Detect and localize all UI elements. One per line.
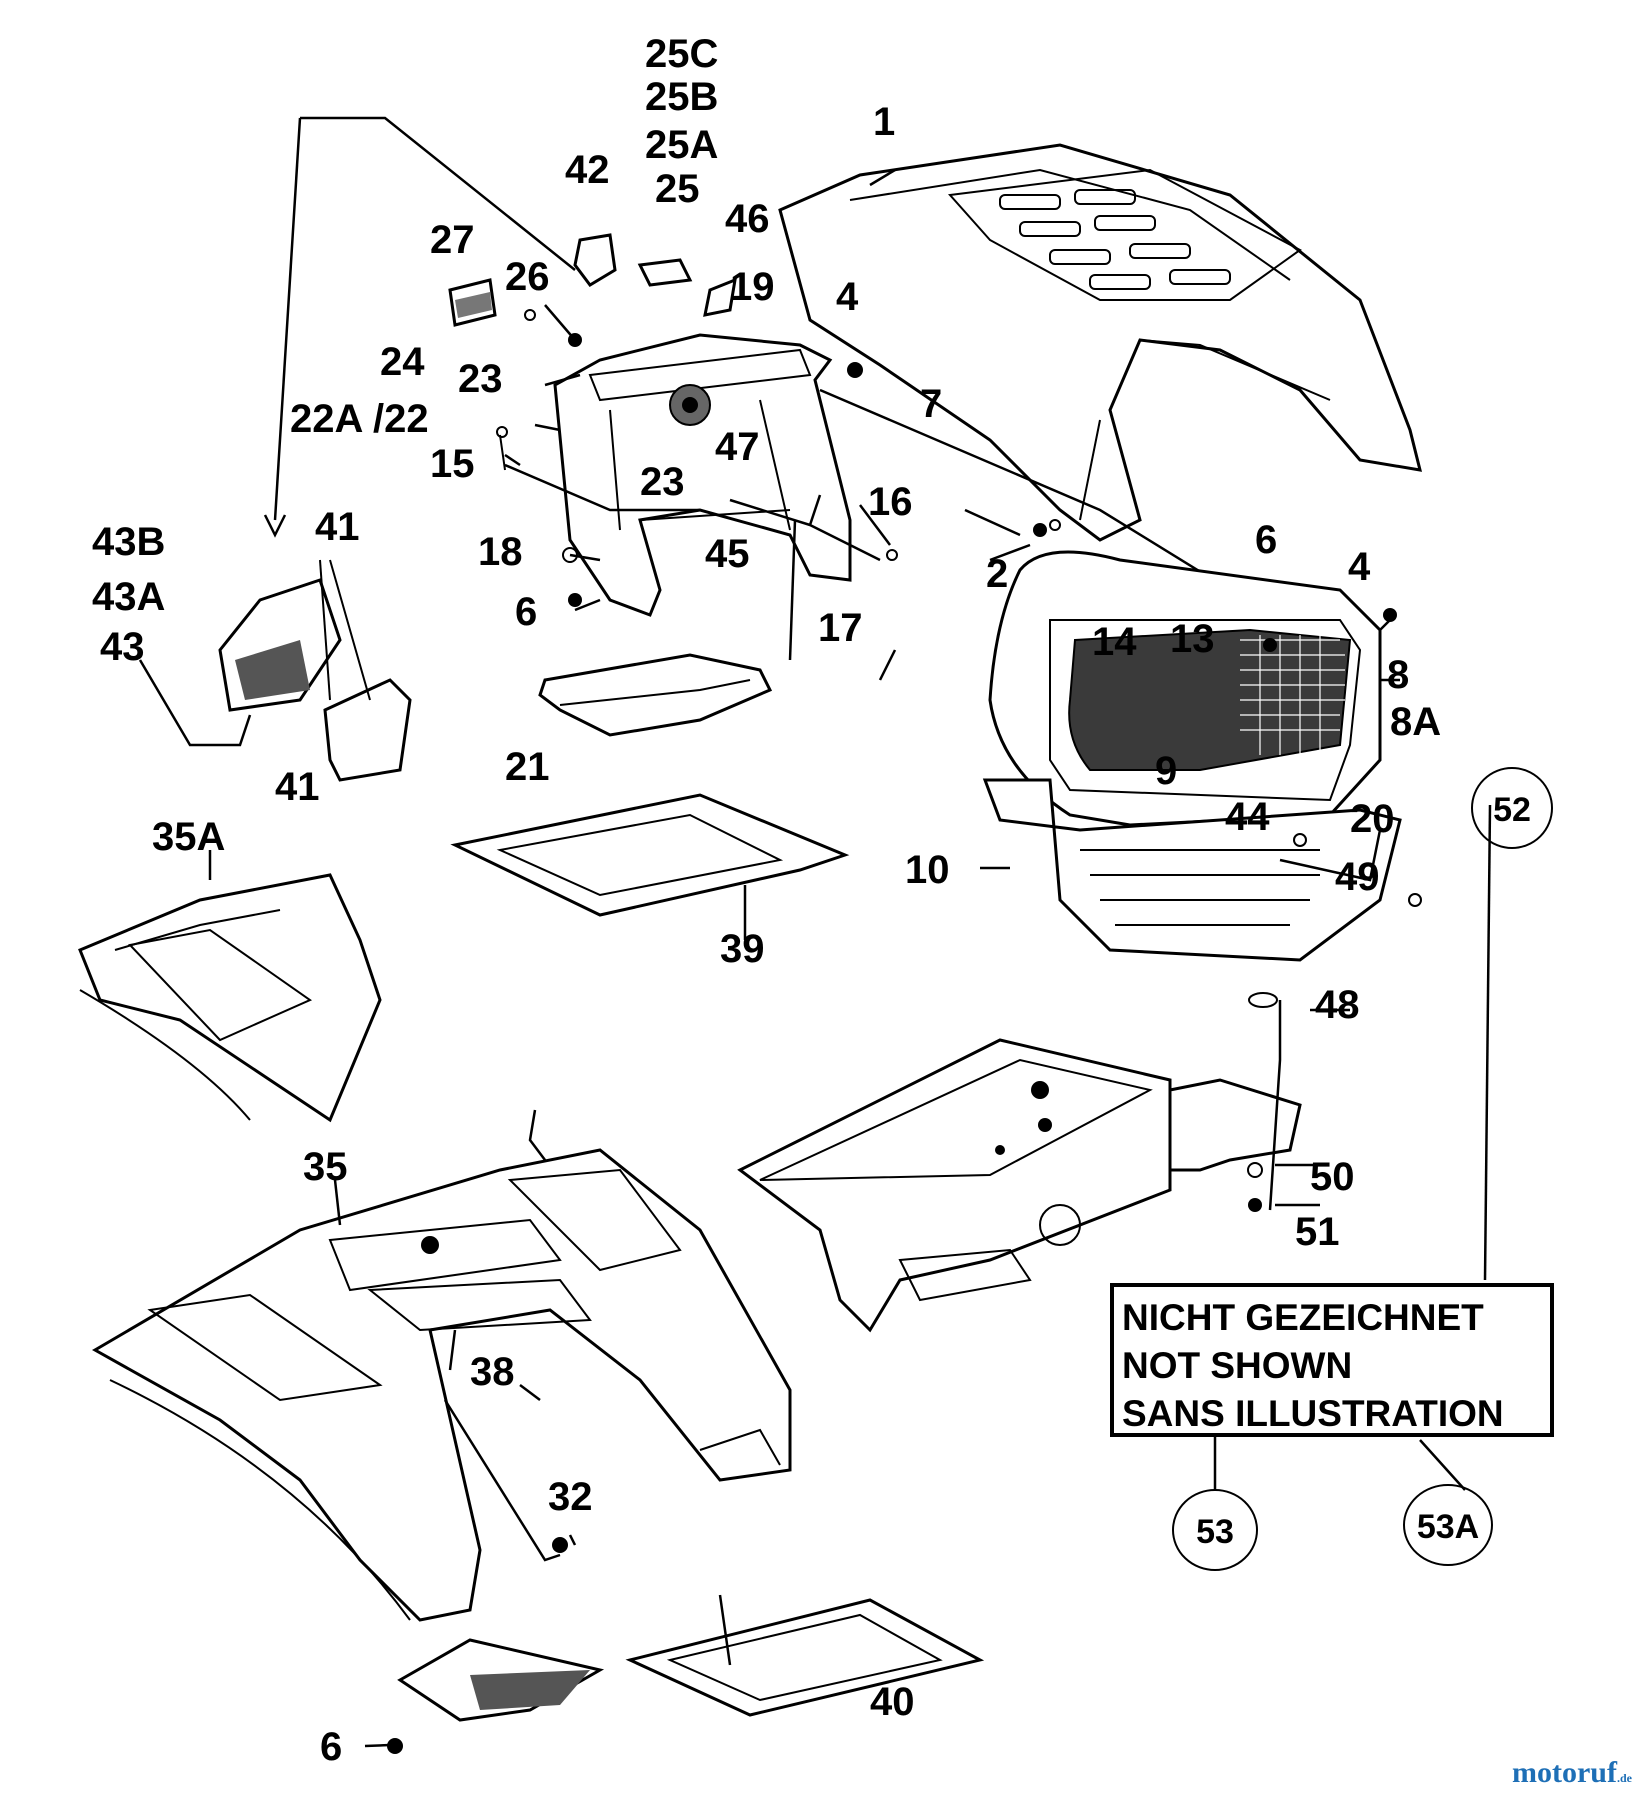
label-2: 2 (986, 552, 1008, 596)
label-7: 7 (920, 382, 942, 426)
label-19: 19 (730, 265, 775, 309)
label-15: 15 (430, 442, 475, 486)
part-labels: 1 2 4 4 6 6 6 7 8 8A 9 10 13 14 15 16 17… (92, 32, 1441, 1769)
label-8: 8 (1387, 653, 1409, 697)
label-10: 10 (905, 848, 950, 892)
label-16: 16 (868, 480, 913, 524)
chassis-part (737, 1038, 1302, 1333)
circle-53A (1403, 1484, 1493, 1566)
dashboard-panel-part (553, 333, 852, 617)
label-43A: 43A (92, 575, 165, 619)
watermark-suffix: .de (1617, 1771, 1632, 1785)
note-line-2: NOT SHOWN (1122, 1345, 1352, 1386)
label-17: 17 (818, 606, 863, 650)
label-49: 49 (1335, 855, 1380, 899)
rear-fender-part (91, 1148, 792, 1622)
label-35A: 35A (152, 815, 225, 859)
label-21: 21 (505, 745, 550, 789)
label-39: 39 (720, 927, 765, 971)
label-42: 42 (565, 148, 610, 192)
label-41: 41 (315, 505, 360, 549)
arrow-icon (263, 514, 287, 538)
circled-labels: 52 53 53A (1172, 767, 1553, 1571)
label-46: 46 (725, 197, 770, 241)
label-50: 50 (1310, 1155, 1355, 1199)
label-51: 51 (1295, 1210, 1340, 1254)
label-22A-22: 22A /22 (290, 397, 429, 441)
circle-52 (1471, 767, 1553, 849)
label-35: 35 (303, 1145, 348, 1189)
label-18: 18 (478, 530, 523, 574)
label-1: 1 (873, 100, 895, 144)
front-grille-part (982, 550, 1402, 962)
label-4: 4 (1348, 545, 1371, 589)
label-44: 44 (1225, 795, 1270, 839)
label-41: 41 (275, 765, 320, 809)
label-45: 45 (705, 532, 750, 576)
note-line-3: SANS ILLUSTRATION (1122, 1393, 1504, 1434)
seat-bracket-part (218, 559, 412, 782)
leader-lines (138, 116, 1492, 1748)
label-43: 43 (100, 625, 145, 669)
fender-variant-part (78, 873, 382, 1123)
label-25C: 25C (645, 32, 718, 76)
brand-watermark: motoruf.de (1512, 1756, 1632, 1790)
not-shown-note: NICHT GEZEICHNET NOT SHOWN SANS ILLUSTRA… (1110, 1283, 1554, 1437)
label-23: 23 (458, 357, 503, 401)
label-47: 47 (715, 425, 760, 469)
label-32: 32 (548, 1475, 593, 1519)
rear-bracket-part (397, 1638, 605, 1722)
circle-53 (1172, 1489, 1258, 1571)
label-25: 25 (655, 167, 700, 211)
label-43B: 43B (92, 520, 165, 564)
label-53: 53 (1196, 1513, 1234, 1551)
hood-part (778, 143, 1423, 542)
label-25B: 25B (645, 75, 718, 119)
label-8A: 8A (1390, 700, 1441, 744)
label-40: 40 (870, 1680, 915, 1724)
label-52: 52 (1493, 791, 1531, 829)
floor-plate-part (625, 1598, 985, 1717)
label-27: 27 (430, 218, 475, 262)
label-23: 23 (640, 460, 685, 504)
label-13: 13 (1170, 617, 1215, 661)
fastener-parts (387, 426, 1422, 1754)
label-6: 6 (515, 590, 537, 634)
floor-plate-part (450, 793, 850, 917)
label-14: 14 (1092, 620, 1137, 664)
label-4: 4 (836, 275, 859, 319)
label-38: 38 (470, 1350, 515, 1394)
label-24: 24 (380, 340, 425, 384)
label-20: 20 (1350, 797, 1395, 841)
label-25A: 25A (645, 123, 718, 167)
label-9: 9 (1155, 749, 1177, 793)
label-6: 6 (1255, 518, 1277, 562)
label-53A: 53A (1417, 1508, 1479, 1546)
note-line-1: NICHT GEZEICHNET (1122, 1297, 1484, 1338)
label-26: 26 (505, 255, 550, 299)
label-48: 48 (1315, 983, 1360, 1027)
label-6: 6 (320, 1725, 342, 1769)
watermark-brand: motoruf (1512, 1756, 1617, 1789)
